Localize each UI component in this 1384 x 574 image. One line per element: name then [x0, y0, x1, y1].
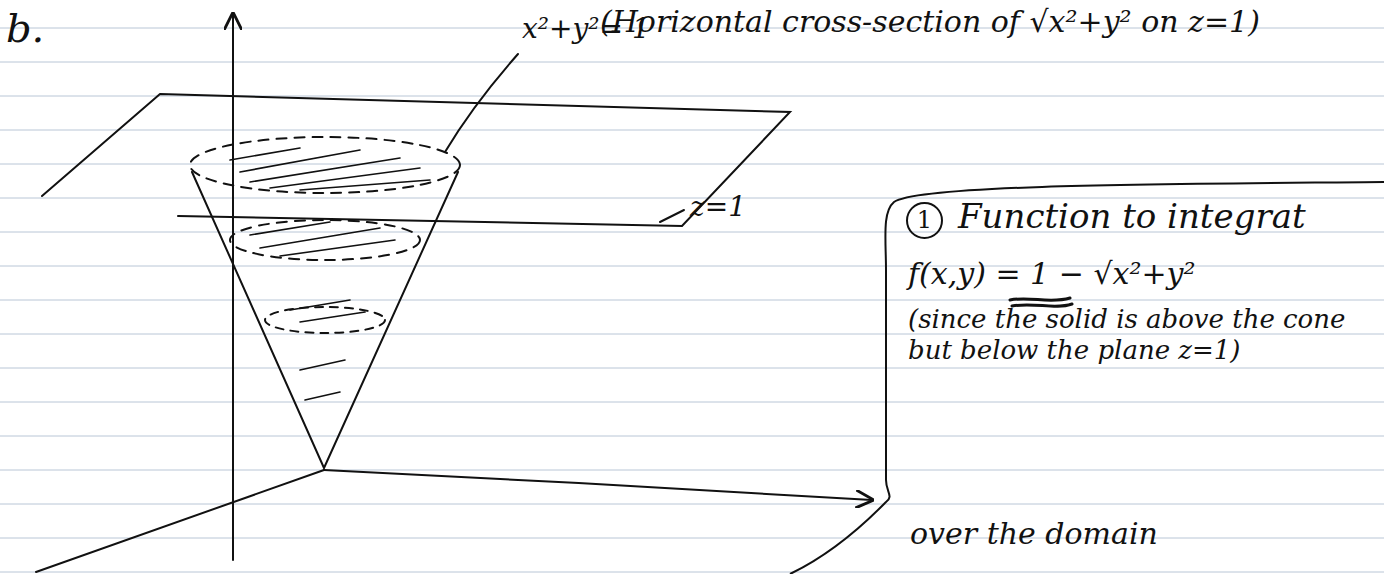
- ruled-line: [0, 368, 1384, 369]
- bracket-region: 1 Function to integrat f(x,y) = 1 − √x²+y²…: [880, 180, 1384, 574]
- ruled-line: [0, 62, 1384, 63]
- plane-label: z=1: [690, 190, 746, 224]
- cone-section: [265, 307, 385, 333]
- bracket-outline: [880, 180, 1384, 574]
- explanation: (since the solid is above the cone but b…: [908, 304, 1348, 366]
- pointer-arrow: [324, 470, 872, 500]
- hatching: [230, 148, 430, 400]
- ruled-line: [0, 470, 1384, 471]
- bracket-curve: [790, 182, 1384, 574]
- step-text: over the domain: [910, 516, 1158, 552]
- plane: [42, 94, 790, 226]
- section-letter: b.: [6, 4, 44, 52]
- cone-section: [230, 220, 420, 260]
- ruled-line: [0, 572, 1384, 573]
- cone-rim: [190, 137, 460, 193]
- leader-line: [660, 210, 684, 222]
- y-axis: [36, 470, 324, 572]
- ruled-line: [0, 402, 1384, 403]
- ruled-line: [0, 436, 1384, 437]
- ruled-line: [0, 130, 1384, 131]
- ruled-line: [0, 164, 1384, 165]
- callout-number: 1: [906, 202, 943, 239]
- note-text: (Horizontal cross-section of √x²+y² on z…: [600, 4, 1360, 40]
- ruled-line: [0, 538, 1384, 539]
- formula: f(x,y) = 1 − √x²+y²: [908, 256, 1196, 292]
- step-heading: Function to integrat: [958, 196, 1306, 237]
- cone-side: [192, 172, 458, 468]
- leader-line: [445, 54, 518, 152]
- ruled-line: [0, 300, 1384, 301]
- ruled-line: [0, 504, 1384, 505]
